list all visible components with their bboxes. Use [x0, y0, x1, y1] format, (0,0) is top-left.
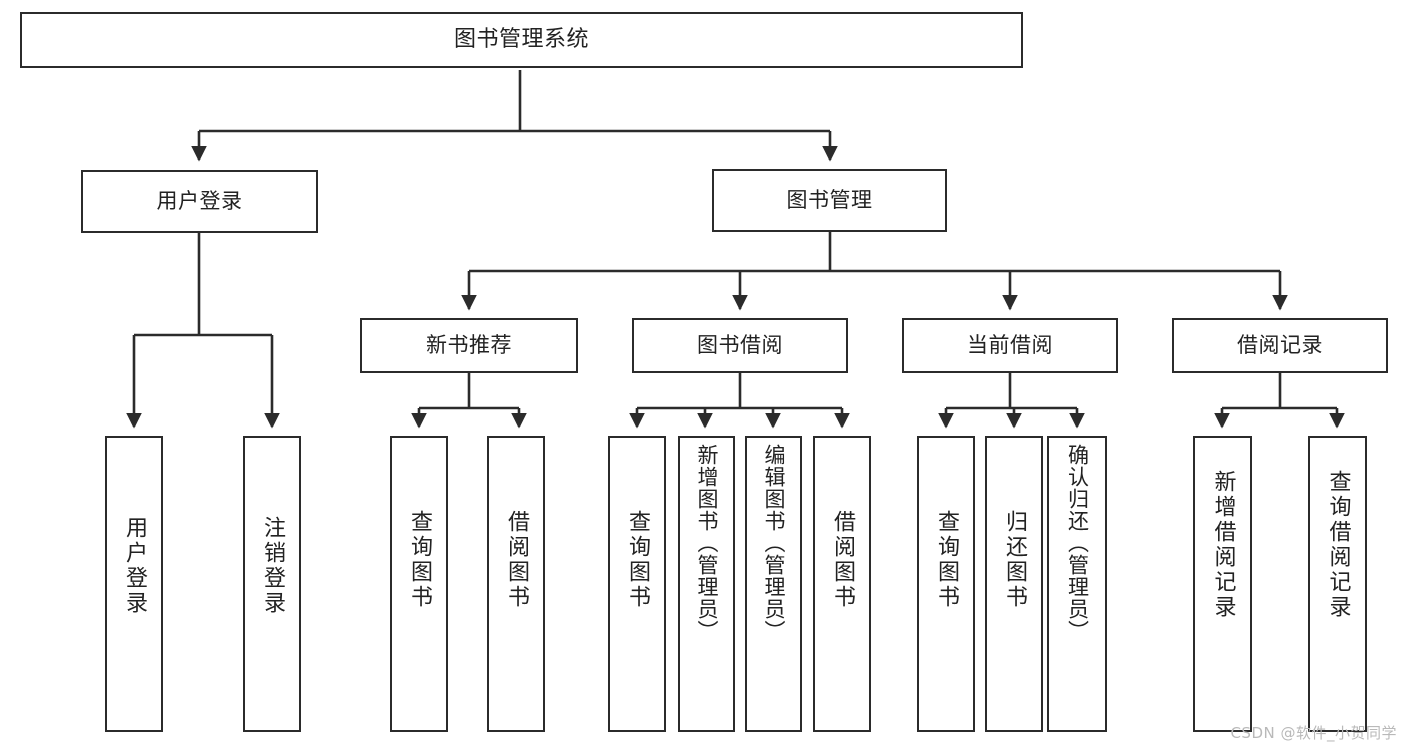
watermark-text: CSDN @软件_小贺同学 — [1230, 724, 1397, 742]
node-book-manage[interactable]: 图书管理 — [712, 169, 947, 232]
node-root-label: 图书管理系统 — [453, 27, 589, 53]
node-leaf-edit-book[interactable]: 编辑图书（管理员） — [745, 436, 802, 732]
node-leaf-user-login[interactable]: 用户登录 — [105, 436, 163, 732]
node-leaf-add-record-label: 新增借阅记录 — [1210, 470, 1236, 620]
node-leaf-query-record-label: 查询借阅记录 — [1325, 470, 1351, 620]
node-user-login[interactable]: 用户登录 — [81, 170, 318, 233]
node-root[interactable]: 图书管理系统 — [20, 12, 1023, 68]
node-leaf-user-logout[interactable]: 注销登录 — [243, 436, 301, 732]
node-leaf-borrow-book-1[interactable]: 借阅图书 — [487, 436, 545, 732]
node-leaf-confirm-return-label: 确认归还（管理员） — [1065, 444, 1090, 642]
node-leaf-add-record[interactable]: 新增借阅记录 — [1193, 436, 1252, 732]
node-new-book-recommend[interactable]: 新书推荐 — [360, 318, 578, 373]
node-leaf-user-logout-label: 注销登录 — [260, 516, 285, 616]
node-user-login-label: 用户登录 — [156, 189, 243, 214]
node-leaf-borrow-book-2[interactable]: 借阅图书 — [813, 436, 871, 732]
node-leaf-query-record[interactable]: 查询借阅记录 — [1308, 436, 1367, 732]
node-leaf-return-book-label: 归还图书 — [1002, 510, 1027, 610]
node-leaf-query-book-2[interactable]: 查询图书 — [608, 436, 666, 732]
node-book-borrow[interactable]: 图书借阅 — [632, 318, 848, 373]
node-leaf-query-book-1[interactable]: 查询图书 — [390, 436, 448, 732]
node-leaf-borrow-book-1-label: 借阅图书 — [504, 510, 529, 610]
node-book-borrow-label: 图书借阅 — [697, 333, 783, 358]
node-leaf-add-book[interactable]: 新增图书（管理员） — [678, 436, 735, 732]
node-leaf-borrow-book-2-label: 借阅图书 — [830, 510, 855, 610]
node-leaf-user-login-label: 用户登录 — [122, 516, 147, 616]
node-leaf-query-book-1-label: 查询图书 — [407, 510, 432, 610]
node-book-manage-label: 图书管理 — [786, 188, 873, 213]
node-leaf-confirm-return[interactable]: 确认归还（管理员） — [1047, 436, 1107, 732]
node-current-borrow[interactable]: 当前借阅 — [902, 318, 1118, 373]
node-new-book-recommend-label: 新书推荐 — [426, 333, 512, 358]
node-current-borrow-label: 当前借阅 — [967, 333, 1053, 358]
node-leaf-return-book[interactable]: 归还图书 — [985, 436, 1043, 732]
node-leaf-query-book-3[interactable]: 查询图书 — [917, 436, 975, 732]
node-leaf-edit-book-label: 编辑图书（管理员） — [762, 444, 786, 642]
node-leaf-add-book-label: 新增图书（管理员） — [695, 444, 719, 642]
node-borrow-record[interactable]: 借阅记录 — [1172, 318, 1388, 373]
node-leaf-query-book-3-label: 查询图书 — [934, 510, 959, 610]
node-borrow-record-label: 借阅记录 — [1237, 333, 1323, 358]
node-leaf-query-book-2-label: 查询图书 — [625, 510, 650, 610]
